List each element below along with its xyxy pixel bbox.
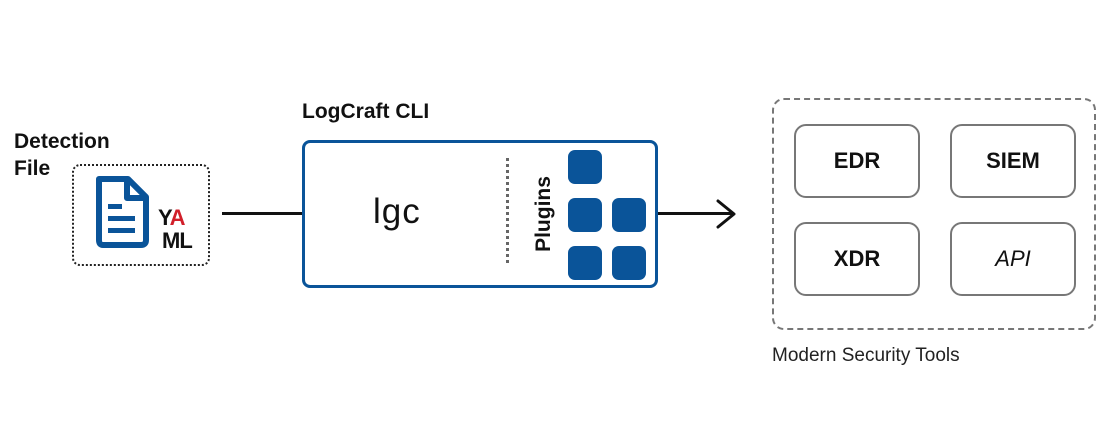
plugin-block — [568, 198, 602, 232]
detection-file-label: Detection File — [14, 128, 154, 182]
yaml-letter-a: A — [169, 205, 186, 230]
connector-line-right — [658, 212, 732, 215]
tool-siem: SIEM — [950, 124, 1076, 198]
plugins-label-wrap: Plugins — [516, 176, 572, 252]
plugins-separator — [506, 158, 509, 263]
plugin-block — [612, 198, 646, 232]
tool-xdr: XDR — [794, 222, 920, 296]
security-tools-box: EDR SIEM XDR API — [772, 98, 1096, 330]
detection-file-box — [72, 164, 210, 266]
tool-api: API — [950, 222, 1076, 296]
cli-title: LogCraft CLI — [302, 100, 430, 123]
cli-box — [302, 140, 658, 288]
plugin-block — [568, 150, 602, 184]
yaml-letter-y: Y — [158, 205, 171, 230]
plugin-block — [612, 246, 646, 280]
yaml-logo: YA ML — [158, 205, 193, 253]
security-tools-caption: Modern Security Tools — [772, 345, 960, 366]
cli-command: lgc — [373, 192, 421, 231]
detection-label-line2: File — [14, 157, 51, 180]
yaml-letters-ml: ML — [162, 228, 193, 253]
connector-line-left — [222, 212, 304, 215]
arrow-head-icon — [712, 198, 740, 235]
plugin-block — [568, 246, 602, 280]
document-icon — [94, 176, 150, 253]
detection-label-line1: Detection — [14, 130, 110, 153]
plugins-label: Plugins — [532, 176, 555, 252]
tool-edr: EDR — [794, 124, 920, 198]
